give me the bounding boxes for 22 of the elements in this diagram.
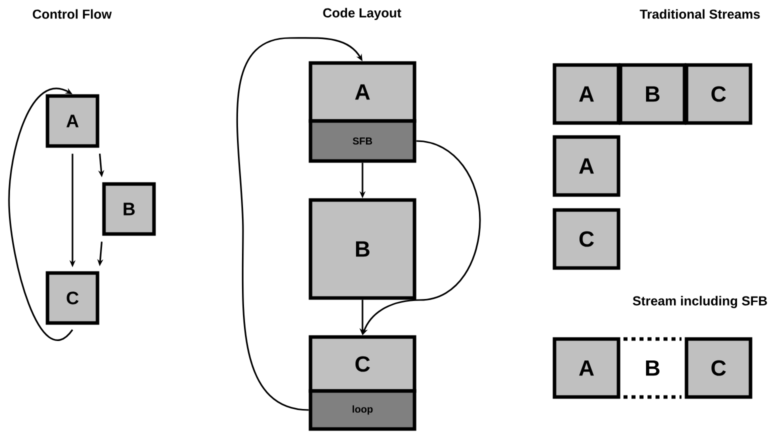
dotted-block-box: B (624, 337, 682, 399)
block-box: C (684, 337, 752, 399)
block-box: B (308, 198, 416, 300)
block-box: C (46, 271, 100, 325)
panel-title: Code Layout (323, 8, 402, 20)
block-box: A (552, 337, 620, 399)
block-box: A (552, 135, 620, 197)
block-box: C (308, 335, 416, 393)
block-box: C (552, 208, 620, 270)
block-box: loop (308, 389, 416, 431)
panel-title: Stream including SFB (632, 296, 767, 308)
block-box: SFB (308, 119, 416, 163)
block-box: C (684, 63, 752, 125)
block-box: A (552, 63, 620, 125)
block-box: B (618, 63, 686, 125)
panel-title: Traditional Streams (640, 9, 760, 19)
block-box: B (102, 182, 156, 236)
arrow (8, 88, 74, 341)
panel-title: Control Flow (32, 9, 112, 19)
block-box: A (308, 61, 416, 123)
block-box: A (46, 94, 100, 148)
arrow (236, 37, 362, 411)
